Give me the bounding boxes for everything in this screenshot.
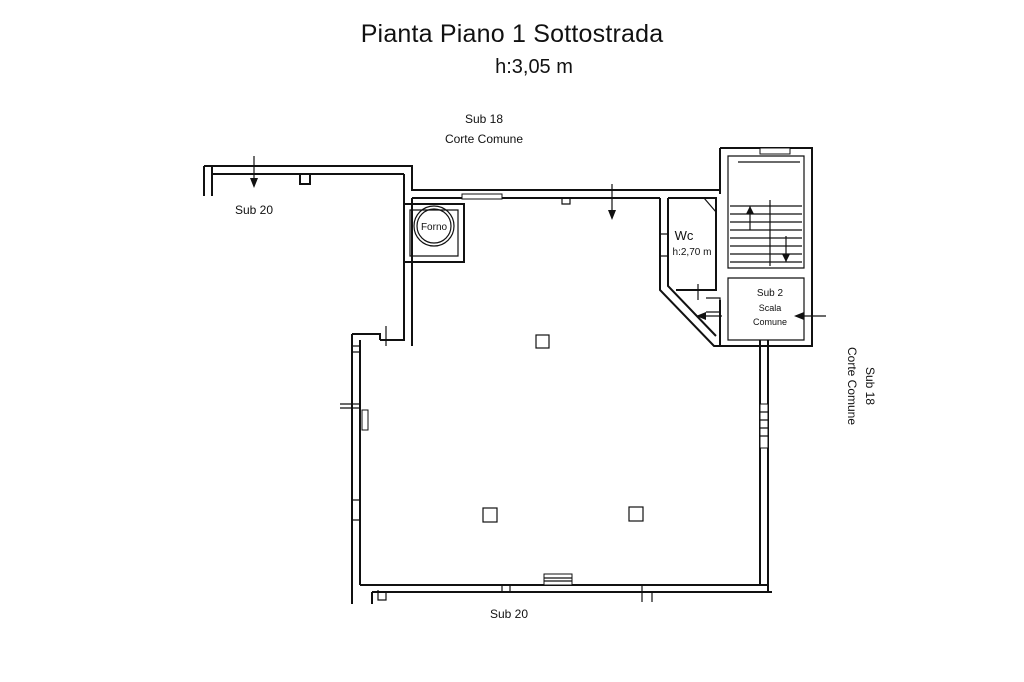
- exterior-walls: [203, 165, 772, 604]
- stair-label-comune: Comune: [753, 317, 787, 327]
- pillar: [535, 334, 550, 349]
- entrance-arrows: [250, 156, 826, 346]
- arrow-down-icon: [608, 210, 616, 220]
- arrow-down-icon: [250, 178, 258, 188]
- pillar: [628, 506, 644, 522]
- sub18-top-label: Sub 18: [465, 112, 503, 126]
- corte-comune-right-label: Corte Comune: [845, 347, 859, 425]
- forno-label: Forno: [421, 222, 448, 233]
- wc-room: Wc h:2,70 m: [668, 197, 717, 300]
- pillars: [482, 334, 644, 523]
- sub20-left-label: Sub 20: [235, 203, 273, 217]
- pillar: [482, 507, 498, 523]
- wc-label: Wc: [675, 228, 694, 243]
- stair-label-scala: Scala: [759, 303, 782, 313]
- arrow-left-icon: [696, 312, 706, 320]
- corte-comune-top-label: Corte Comune: [445, 132, 523, 146]
- wc-height-label: h:2,70 m: [673, 247, 712, 258]
- page-title: Pianta Piano 1 Sottostrada: [360, 20, 664, 48]
- height-label: h:3,05 m: [495, 56, 573, 78]
- forno-oven: Forno: [404, 203, 465, 263]
- arrow-left-icon: [794, 312, 804, 320]
- sub20-bottom-label: Sub 20: [490, 607, 528, 621]
- common-staircase: Sub 2 Scala Comune: [706, 147, 813, 347]
- sub18-right-label: Sub 18: [863, 367, 877, 405]
- stair-label-sub: Sub 2: [757, 288, 784, 299]
